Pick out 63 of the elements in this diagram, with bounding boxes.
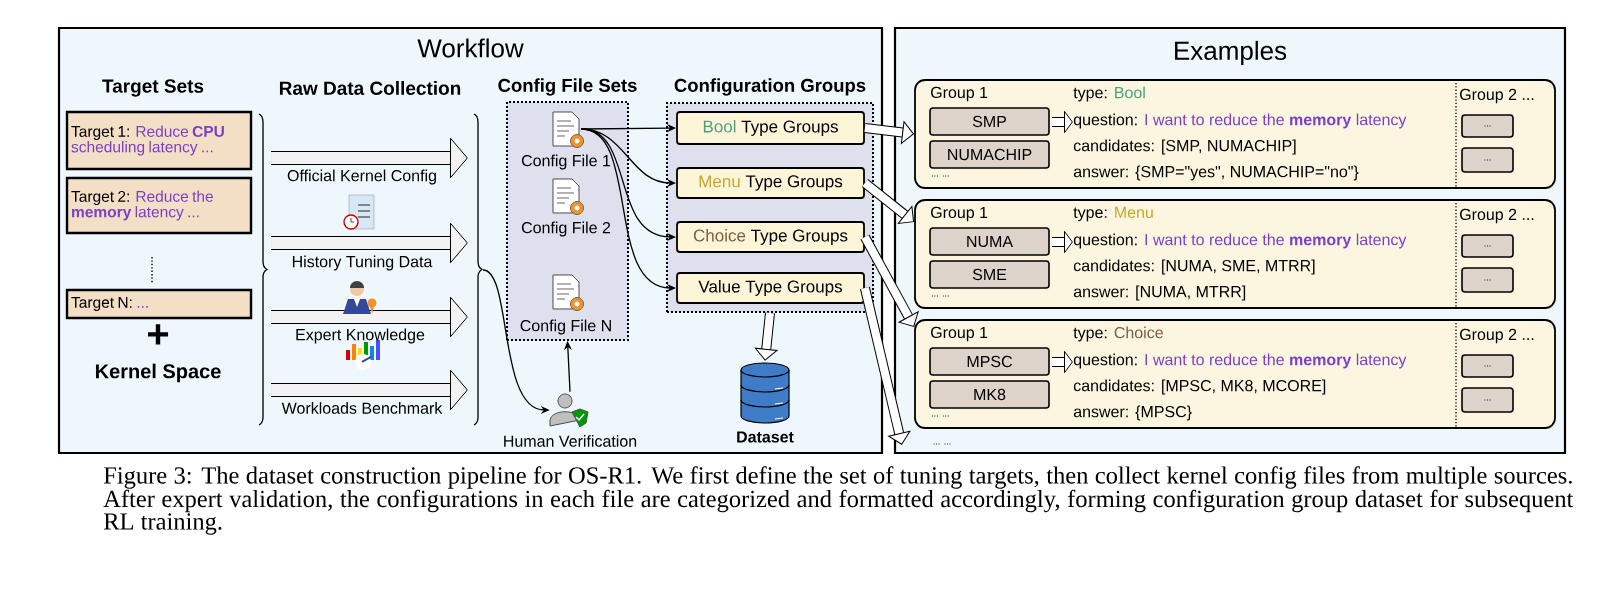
- source-label: Official Kernel Config: [287, 169, 436, 185]
- panel-title: Workflow: [417, 38, 524, 58]
- block-arrow: [860, 286, 911, 445]
- option-box: MPSC: [929, 347, 1050, 376]
- group-label: Group 2 ...: [1460, 88, 1534, 104]
- type-line: type: Choice: [1073, 326, 1163, 342]
- option-box: ...: [1461, 147, 1514, 173]
- option-box: ...: [1461, 267, 1514, 293]
- target-box: Target 1: Reduce CPU scheduling latency ...: [65, 110, 253, 171]
- ellipsis-text: ... ...: [932, 175, 949, 177]
- type-group-box: Menu Type Groups: [676, 167, 865, 199]
- panel-title: Examples: [1175, 40, 1287, 66]
- column-heading: Configuration Groups: [674, 78, 866, 96]
- group-label: Group 2 ...: [1460, 328, 1534, 344]
- question-line: question: I want to reduce the memory latency: [1073, 233, 1407, 249]
- option-box: ...: [1461, 387, 1514, 413]
- type-group-box: Bool Type Groups: [676, 111, 865, 145]
- icon-label: Human Verification: [504, 435, 637, 447]
- group-label: Group 1: [931, 206, 988, 222]
- question-line: question: I want to reduce the memory latency: [1073, 353, 1407, 369]
- option-box: SMP: [929, 107, 1050, 136]
- ellipsis-text: ... ...: [932, 295, 949, 297]
- answer-line: answer: {MPSC}: [1073, 405, 1192, 421]
- ellipsis-text: ... ...: [933, 443, 951, 445]
- caption: Figure 3: The dataset construction pipeline for OS-R1. We first define the set of tuning targets, then collect kernel config files from multiple sources. After expert validation, the configurations in each file are categorized and formatted accordingly, forming configuration group dataset for subsequent RL training.: [103, 466, 1574, 535]
- option-box: NUMACHIP: [929, 140, 1050, 169]
- section-heading: Kernel Space: [96, 363, 221, 383]
- source-label: Workloads Benchmark: [281, 402, 443, 414]
- icon-label: Config File 2: [521, 221, 611, 237]
- candidates-line: candidates: [MPSC, MK8, MCORE]: [1073, 379, 1326, 395]
- type-line: type: Menu: [1073, 206, 1153, 222]
- source-label: History Tuning Data: [292, 255, 433, 271]
- candidates-line: candidates: [NUMA, SME, MTRR]: [1073, 259, 1315, 275]
- answer-line: answer: {SMP="yes", NUMACHIP="no"}: [1073, 165, 1359, 181]
- ellipsis-text: ... ...: [932, 415, 949, 417]
- block-arrow: [864, 121, 914, 144]
- icon-label: Dataset: [737, 431, 794, 443]
- option-box: SME: [929, 260, 1050, 289]
- option-box: ...: [1461, 234, 1514, 258]
- block-arrow: [861, 179, 915, 224]
- group-label: Group 1: [931, 86, 988, 102]
- option-box: MK8: [929, 380, 1050, 409]
- column-heading: Config File Sets: [498, 78, 637, 96]
- target-box: Target 2: Reduce the memory latency ...: [65, 176, 253, 235]
- icon-label: Config File N: [520, 319, 611, 335]
- target-box: Target N: ...: [65, 288, 253, 320]
- block-arrow: [754, 312, 778, 361]
- option-box: ...: [1461, 354, 1514, 378]
- source-label: Expert Knowledge: [296, 328, 425, 344]
- plus-sign: +: [148, 324, 169, 345]
- type-group-box: Value Type Groups: [676, 272, 865, 304]
- block-arrow: [860, 234, 919, 327]
- type-group-box: Choice Type Groups: [676, 221, 865, 253]
- column-heading: Raw Data Collection: [279, 81, 461, 95]
- type-line: type: Bool: [1073, 86, 1145, 102]
- group-label: Group 2 ...: [1460, 208, 1534, 224]
- icon-label: Config File 1: [521, 154, 611, 170]
- answer-line: answer: [NUMA, MTRR]: [1073, 285, 1246, 301]
- group-label: Group 1: [931, 326, 988, 342]
- option-box: NUMA: [929, 227, 1050, 256]
- candidates-line: candidates: [SMP, NUMACHIP]: [1073, 139, 1296, 155]
- option-box: ...: [1461, 114, 1514, 138]
- question-line: question: I want to reduce the memory latency: [1073, 113, 1407, 129]
